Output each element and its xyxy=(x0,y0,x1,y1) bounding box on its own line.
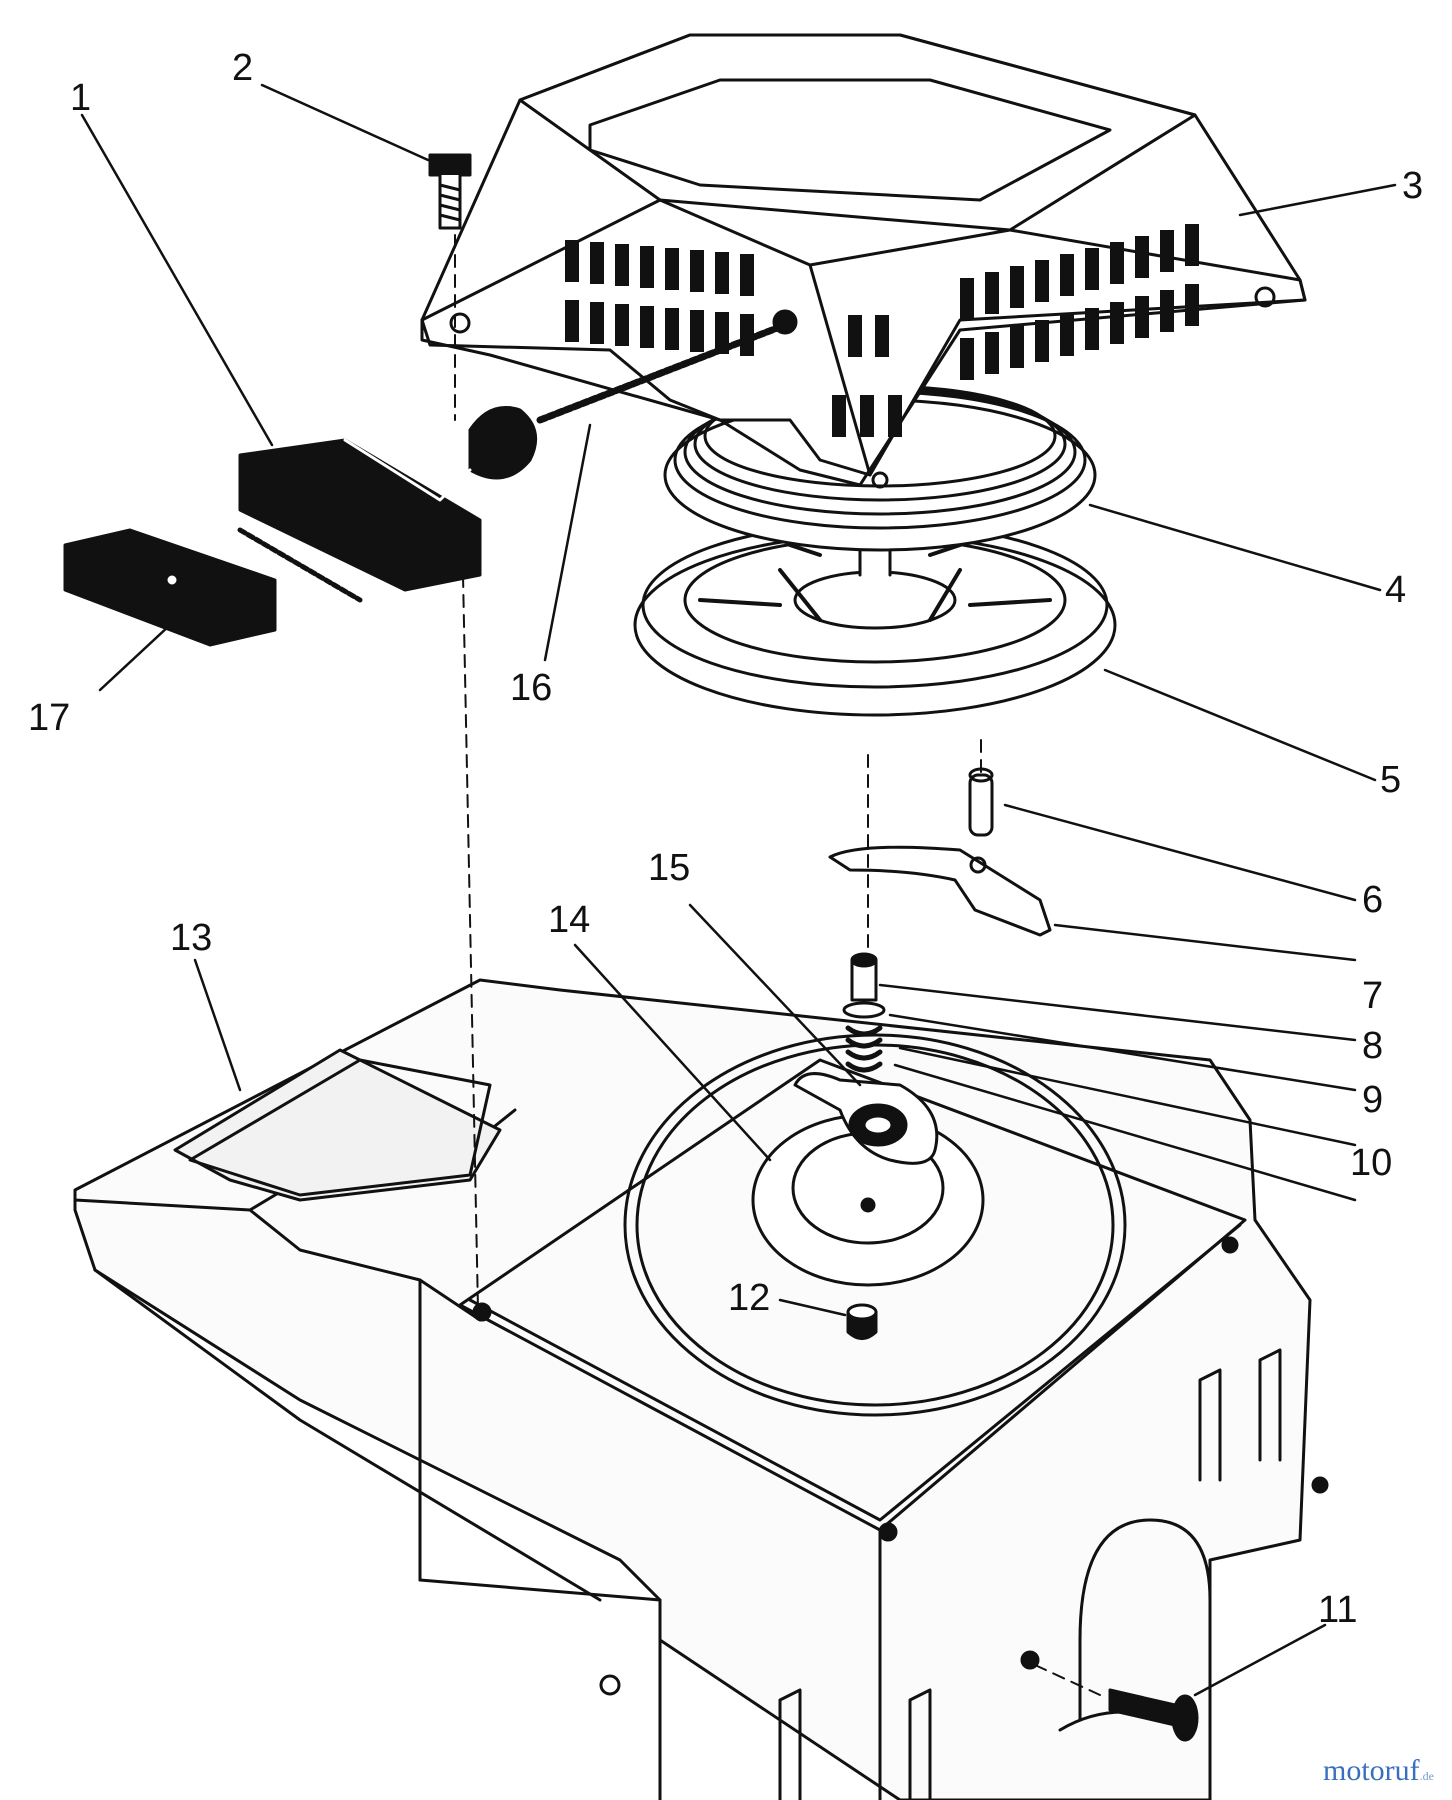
watermark-logo: motoruf.de xyxy=(1323,1754,1434,1788)
part-labels: 1 2 3 4 5 6 7 8 9 10 11 12 13 14 15 16 1… xyxy=(28,47,1423,1631)
part-label-5: 5 xyxy=(1380,759,1401,801)
part-label-3: 3 xyxy=(1402,165,1423,207)
part-label-16: 16 xyxy=(510,667,552,709)
part-label-6: 6 xyxy=(1362,879,1383,921)
retainer-bracket xyxy=(793,1072,939,1165)
spring-stack xyxy=(842,952,886,1073)
part-label-15: 15 xyxy=(648,847,690,889)
pulley xyxy=(633,521,1117,717)
part-label-11: 11 xyxy=(1318,1589,1357,1631)
screw-12 xyxy=(846,1303,878,1340)
screw-11 xyxy=(1108,1688,1199,1742)
watermark-sub: .de xyxy=(1419,1769,1434,1783)
part-label-7: 7 xyxy=(1362,975,1383,1017)
part-label-8: 8 xyxy=(1362,1025,1383,1067)
part-label-12: 12 xyxy=(728,1277,770,1319)
assembly-guide-lines xyxy=(454,234,1101,1696)
part-label-9: 9 xyxy=(1362,1079,1383,1121)
bolt-2 xyxy=(428,153,472,230)
starter-housing xyxy=(420,33,1307,489)
pin-6 xyxy=(968,767,994,837)
watermark-main: motoruf xyxy=(1323,1754,1420,1787)
pawl-plate xyxy=(828,845,1052,937)
handle-insert xyxy=(63,528,277,647)
leader-lines xyxy=(80,83,1397,1697)
part-label-4: 4 xyxy=(1385,569,1406,611)
part-label-1: 1 xyxy=(70,77,91,119)
part-label-14: 14 xyxy=(548,899,590,941)
starter-rope xyxy=(468,321,789,480)
engine-shroud xyxy=(73,978,1329,1800)
starter-handle xyxy=(237,438,482,603)
part-label-10: 10 xyxy=(1350,1142,1392,1184)
part-label-17: 17 xyxy=(28,697,70,739)
part-label-2: 2 xyxy=(232,47,253,89)
part-label-13: 13 xyxy=(170,917,212,959)
